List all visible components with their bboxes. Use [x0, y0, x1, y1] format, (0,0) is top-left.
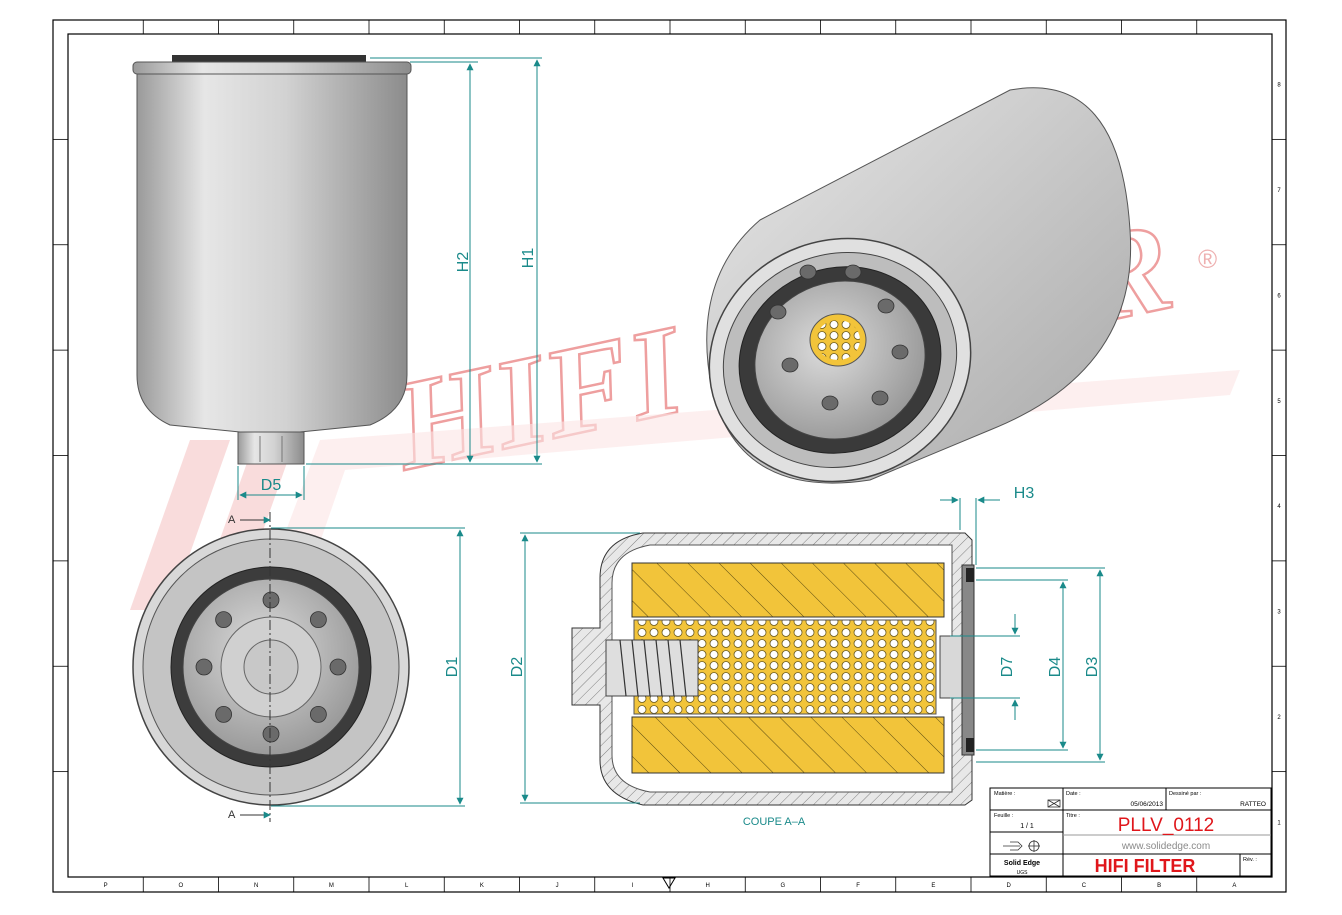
tb-date-value: 05/06/2013: [1130, 801, 1163, 808]
part-number: PLLV_0112: [1118, 815, 1215, 836]
section-view-dimensions: [520, 496, 1105, 804]
bolt-hole: [195, 658, 213, 676]
bolt-hole: [309, 611, 327, 629]
border-letter: G: [781, 883, 786, 889]
end-view-dimensions: [240, 512, 465, 822]
center-marker: [662, 877, 676, 889]
border-letter: A: [1232, 883, 1236, 889]
section-view: [571, 532, 975, 806]
tb-title-label: Titre :: [1066, 813, 1080, 819]
dim-label-d1: D1: [444, 657, 461, 678]
border-grid-marks: P O N M L K J I H G F E D C B A 8 7 6 5 4 3 2 1: [53, 20, 1286, 892]
company-name: HIFI FILTER: [1095, 856, 1196, 876]
tb-sheet-label: Feuille :: [994, 813, 1014, 819]
front-view-dimensions: [237, 57, 542, 500]
tb-units: UGS: [1017, 870, 1029, 876]
bolt-hole: [309, 705, 327, 723]
dim-label-h1: H1: [520, 248, 537, 269]
border-letter: I: [632, 883, 634, 889]
border-letter: J: [556, 883, 559, 889]
dim-label-d3: D3: [1084, 657, 1101, 678]
dim-label-h3: H3: [1014, 485, 1035, 502]
border-number: 4: [1277, 504, 1281, 510]
border-letter: L: [405, 883, 409, 889]
border-letter: F: [856, 883, 860, 889]
tb-date-label: Date :: [1066, 791, 1081, 797]
border-number: 3: [1277, 610, 1281, 616]
border-letter: D: [1006, 883, 1011, 889]
dim-label-h2: H2: [455, 252, 472, 273]
border-number: 6: [1277, 293, 1281, 299]
dim-label-d2: D2: [509, 657, 526, 678]
border-letter: H: [705, 883, 709, 889]
section-caption: COUPE A–A: [743, 816, 806, 828]
border-letter: P: [104, 883, 108, 889]
border-letter: E: [931, 883, 935, 889]
border-number: 7: [1277, 188, 1281, 194]
border-letter: O: [179, 883, 184, 889]
tb-website: www.solidedge.com: [1121, 841, 1210, 852]
section-mark-bottom: A: [228, 809, 236, 821]
border-number: 2: [1277, 715, 1281, 721]
border-letter: N: [254, 883, 258, 889]
tb-drawn-value: RATTEO: [1240, 801, 1266, 808]
tb-software: Solid Edge: [1004, 860, 1040, 867]
bolt-hole: [262, 725, 280, 743]
svg-text:®: ®: [1198, 244, 1217, 274]
front-view: [132, 55, 412, 465]
border-number: 8: [1277, 83, 1281, 89]
border-letter: K: [480, 883, 484, 889]
tb-drawn-label: Dessiné par :: [1169, 791, 1202, 797]
section-mark-top: A: [228, 514, 236, 526]
bolt-hole: [262, 591, 280, 609]
border-number: 5: [1277, 399, 1281, 405]
bolt-hole: [329, 658, 347, 676]
tb-sheet-value: 1 / 1: [1020, 823, 1034, 830]
dim-label-d4: D4: [1047, 657, 1064, 678]
dim-label-d5: D5: [261, 477, 282, 494]
dim-label-d7: D7: [999, 657, 1016, 678]
border-number: 1: [1277, 820, 1281, 826]
tb-rev-label: Rév. :: [1243, 857, 1257, 863]
tb-material-label: Matière :: [994, 791, 1016, 797]
border-letter: M: [329, 883, 334, 889]
bolt-hole: [215, 611, 233, 629]
bolt-hole: [215, 705, 233, 723]
isometric-view: [706, 87, 1132, 484]
border-letter: B: [1157, 883, 1161, 889]
end-view: [132, 528, 410, 806]
tb-icons: [1003, 799, 1061, 852]
border-letter: C: [1082, 883, 1087, 889]
title-block: [989, 787, 1272, 877]
